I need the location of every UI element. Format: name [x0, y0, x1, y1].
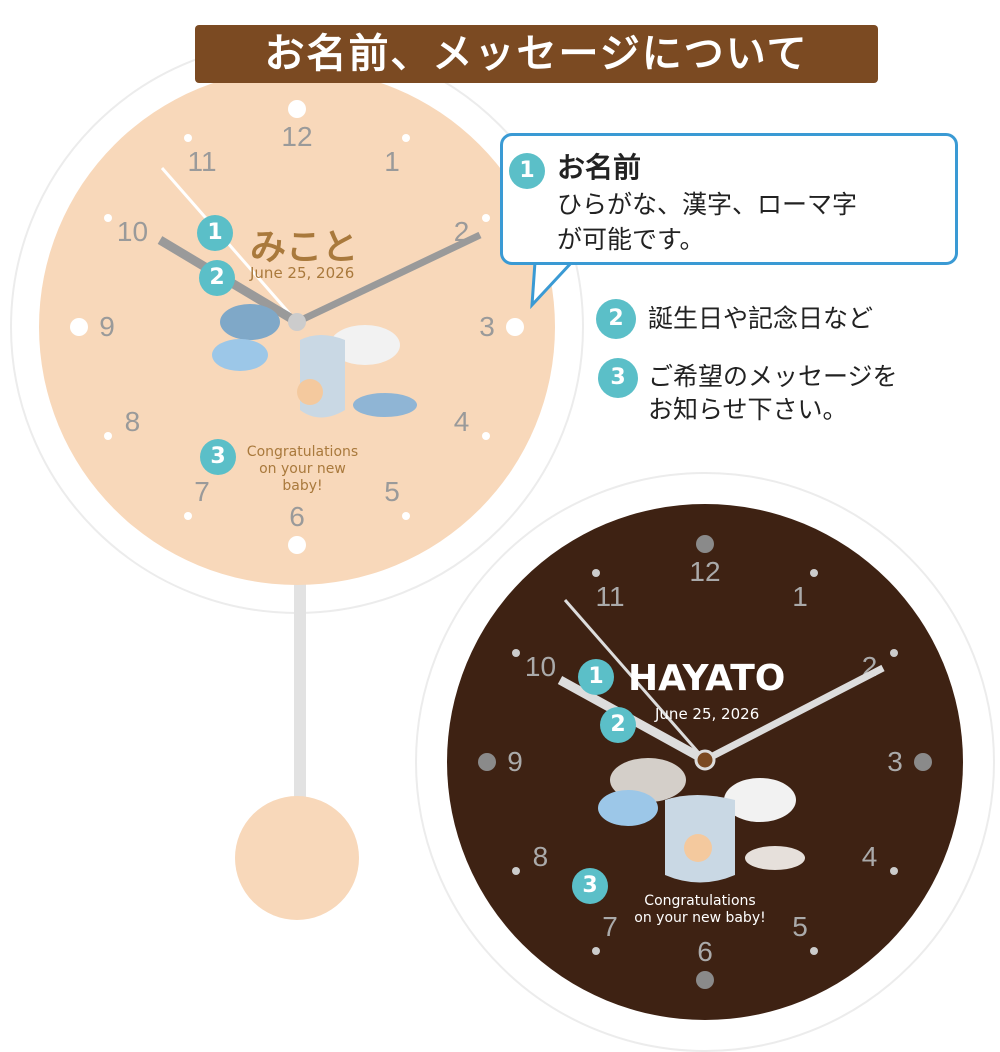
badge-2: 2 — [600, 707, 636, 743]
message-line: Congratulations — [644, 893, 756, 909]
pendulum-bob — [235, 796, 359, 920]
hour-marker — [889, 867, 898, 875]
message-line: Congratulations — [246, 444, 359, 460]
callout-tail — [530, 260, 576, 310]
callout-line: が可能です。 — [557, 225, 705, 254]
clock-numeral: 12 — [689, 556, 721, 587]
callout-name: 1 お名前 ひらがな、漢字、ローマ字 が可能です。 — [500, 133, 958, 265]
hour-marker — [696, 535, 714, 553]
stork-illustration-2 — [598, 758, 805, 883]
clock2-date: June 25, 2026 — [655, 705, 760, 723]
hour-marker — [506, 318, 524, 336]
hour-marker — [402, 134, 410, 143]
clock-numeral: 11 — [595, 581, 625, 613]
hour-marker — [512, 649, 521, 657]
badge-1: 1 — [509, 153, 545, 189]
clock-numeral: 4 — [453, 406, 470, 437]
badge-3: 3 — [572, 868, 608, 904]
clock-numeral: 9 — [507, 746, 523, 777]
hour-marker — [478, 753, 496, 771]
clock-numeral: 7 — [194, 475, 210, 507]
message-line: on your new baby! — [634, 910, 766, 926]
badge-1: 1 — [578, 659, 614, 695]
hour-marker — [104, 432, 113, 440]
hour-marker — [914, 753, 932, 771]
clock-numeral: 3 — [887, 746, 903, 777]
clock2-name: HAYATO — [628, 658, 786, 699]
clock-numeral: 3 — [479, 311, 495, 342]
badge-3: 3 — [598, 358, 638, 398]
clock-numeral: 11 — [187, 146, 217, 178]
clock-numeral: 5 — [792, 910, 808, 942]
badge-2: 2 — [596, 299, 636, 339]
hour-marker — [592, 946, 600, 955]
hour-marker — [184, 511, 192, 520]
clock-numeral: 10 — [116, 216, 149, 247]
clock-numeral: 1 — [384, 146, 400, 178]
legend-line: ご希望のメッセージを — [648, 362, 898, 391]
hour-marker — [592, 569, 600, 578]
hour-marker — [104, 214, 113, 222]
legend-item-3: ご希望のメッセージを お知らせ下さい。 — [648, 360, 898, 426]
callout-heading: お名前 — [557, 151, 642, 184]
legend-item-2: 誕生日や記念日など — [648, 304, 874, 333]
clock-numeral: 8 — [124, 406, 141, 437]
hour-marker — [512, 867, 521, 875]
message-line: on your new baby! — [259, 461, 346, 494]
hour-marker — [481, 432, 490, 440]
hour-marker — [481, 214, 490, 222]
clock-numeral: 12 — [281, 121, 313, 152]
clock1-name: みこと — [250, 227, 359, 268]
clock-numeral: 5 — [384, 475, 400, 507]
badge-1: 1 — [197, 215, 233, 251]
hour-marker — [70, 318, 88, 336]
clock-numeral: 6 — [289, 501, 305, 532]
callout-line: ひらがな、漢字、ローマ字 — [557, 190, 858, 219]
clock1-date: June 25, 2026 — [250, 264, 355, 282]
legend-line: お知らせ下さい。 — [648, 395, 848, 424]
hour-marker — [288, 100, 306, 118]
hour-marker — [889, 649, 898, 657]
hour-marker — [402, 511, 410, 520]
clock-numeral: 9 — [99, 311, 115, 342]
page-title: お名前、メッセージについて — [195, 25, 878, 83]
clock-numeral: 7 — [602, 910, 618, 942]
clock-numeral: 10 — [524, 651, 557, 682]
clock-numeral: 6 — [697, 936, 713, 967]
hour-marker — [810, 569, 818, 578]
clock1-message: Congratulations on your new baby! — [240, 444, 365, 495]
clock-numeral: 4 — [861, 841, 878, 872]
clock-numeral: 8 — [532, 841, 549, 872]
hour-marker — [696, 971, 714, 989]
hour-marker — [810, 946, 818, 955]
pendulum-rod — [294, 580, 306, 810]
stork-illustration-1 — [212, 304, 417, 418]
clock2-message: Congratulations on your new baby! — [625, 893, 775, 927]
badge-3: 3 — [200, 439, 236, 475]
clock-numeral: 1 — [792, 581, 808, 613]
badge-2: 2 — [199, 260, 235, 296]
hour-marker — [288, 536, 306, 554]
hour-marker — [184, 134, 192, 143]
